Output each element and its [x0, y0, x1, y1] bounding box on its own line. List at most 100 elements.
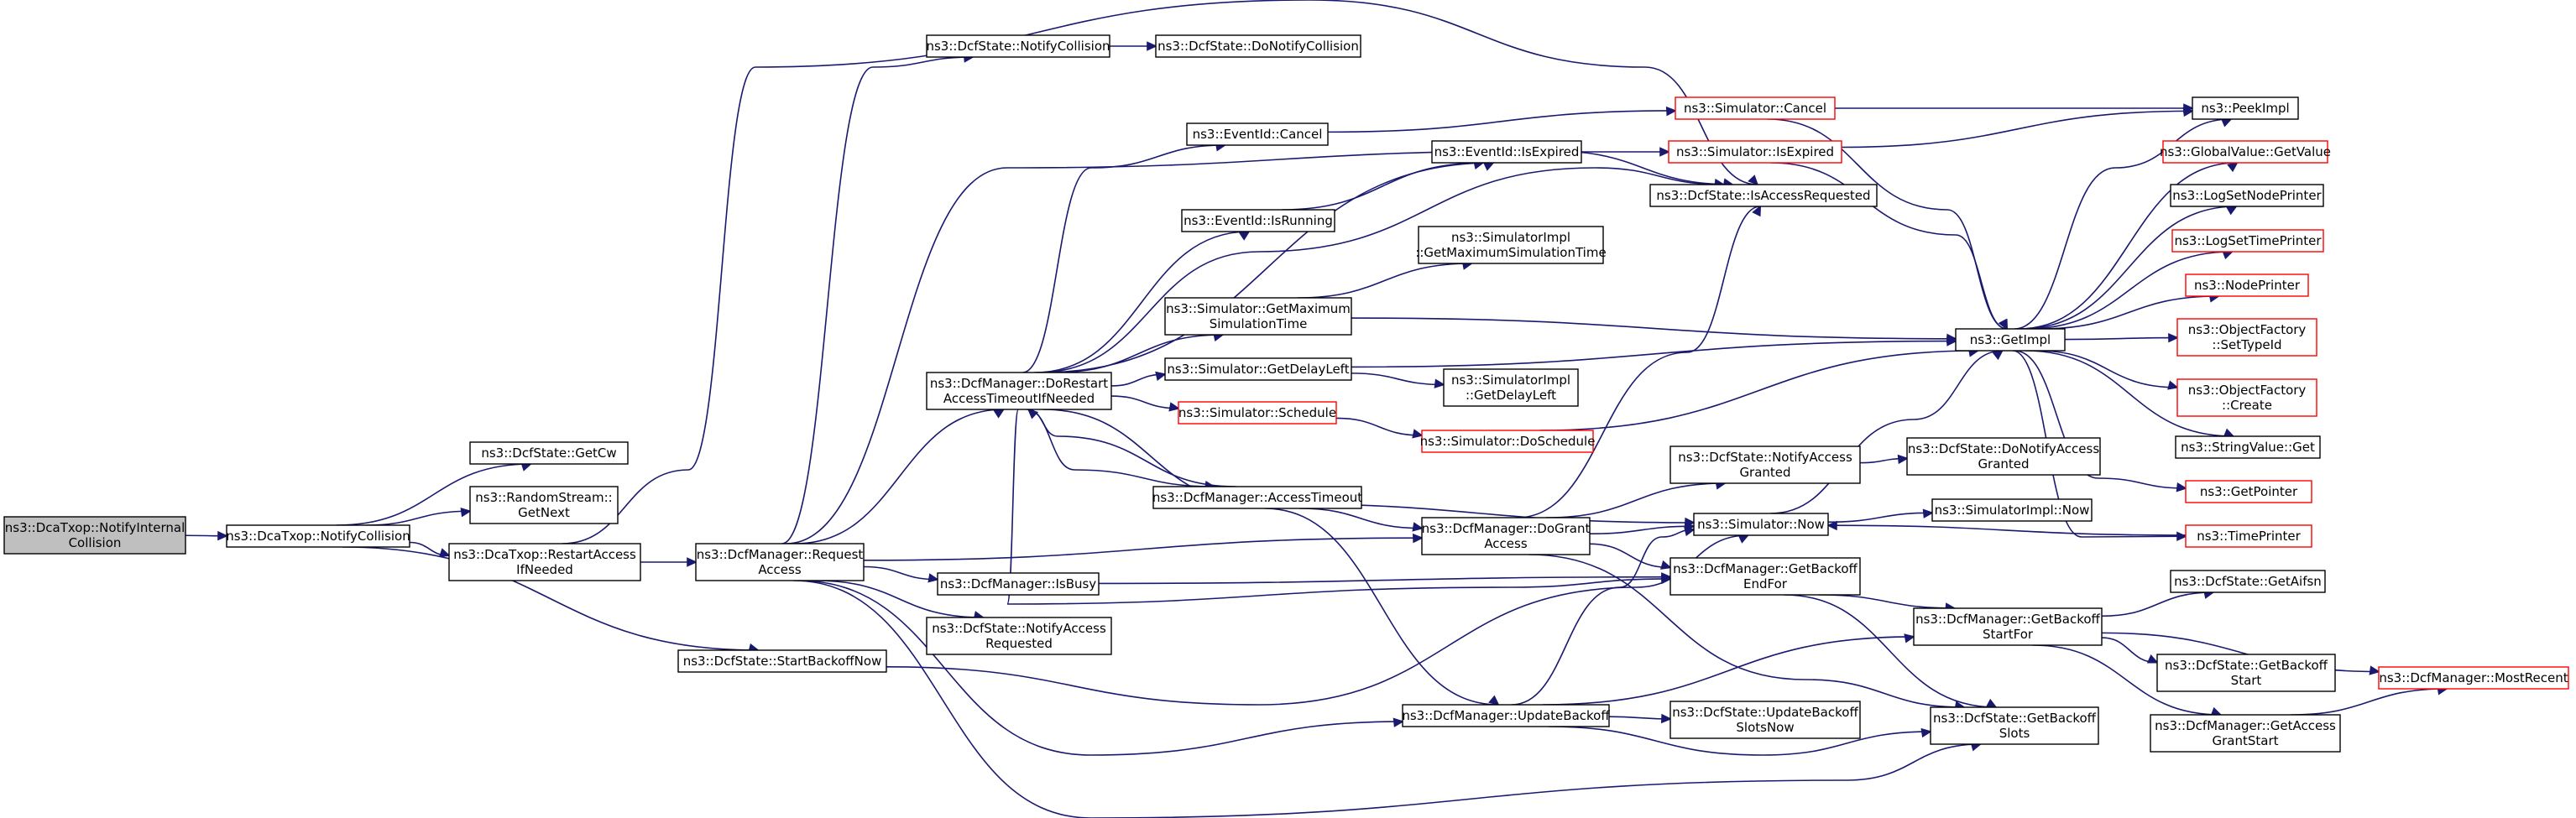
arrowhead-icon	[460, 508, 472, 518]
arrowhead-icon	[1434, 378, 1445, 388]
edge-line	[1528, 554, 1965, 708]
edge-line	[2036, 350, 2178, 388]
edge-line	[1042, 409, 1695, 524]
function-node-n23[interactable]: ns3::DcfManager::UpdateBackoff	[1402, 704, 1610, 727]
edge-line	[1351, 317, 1957, 340]
function-node-n20[interactable]: ns3::SimulatorImpl::GetDelayLeft	[1443, 368, 1579, 407]
function-node-n31[interactable]: ns3::GetImpl	[1955, 328, 2066, 352]
node-label-line: ns3::Simulator::IsExpired	[1676, 144, 1834, 159]
edge-n0-to-n1	[185, 530, 228, 541]
edge-line	[2020, 206, 2237, 330]
node-label-line: ns3::GetPointer	[2200, 484, 2298, 499]
function-node-n38[interactable]: ns3::LogSetNodePrinter	[2170, 184, 2324, 207]
function-node-n1[interactable]: ns3::DcaTxop::NotifyCollision	[226, 524, 410, 548]
function-node-n37[interactable]: ns3::GlobalValue::GetValue	[2160, 140, 2331, 164]
function-node-n28[interactable]: ns3::Simulator::Now	[1693, 513, 1829, 536]
function-node-n18[interactable]: ns3::EventId::IsExpired	[1431, 140, 1582, 164]
function-node-n49[interactable]: ns3::DcfManager::MostRecent	[2378, 666, 2569, 690]
function-node-n41[interactable]: ns3::ObjectFactory::SetTypeId	[2176, 318, 2317, 357]
edge-line	[1351, 373, 1445, 386]
function-node-n12[interactable]: ns3::EventId::Cancel	[1186, 122, 1329, 146]
function-node-n33[interactable]: ns3::SimulatorImpl::Now	[1931, 498, 2093, 522]
node-box	[1181, 209, 1335, 232]
function-node-n46[interactable]: ns3::DcfState::GetAifsn	[2170, 570, 2326, 593]
function-node-n3[interactable]: ns3::RandomStream::GetNext	[469, 486, 619, 524]
edge-n9-to-n15	[1110, 371, 1167, 387]
edge-n14-to-n19	[1297, 260, 1474, 299]
function-node-n42[interactable]: ns3::ObjectFactory::Create	[2176, 378, 2317, 417]
edge-line	[1841, 110, 2193, 148]
edge-line	[1022, 144, 1225, 373]
function-node-n2[interactable]: ns3::DcfState::GetCw	[469, 441, 629, 465]
edge-line	[2038, 295, 2219, 330]
edges-layer	[185, 0, 2448, 818]
node-label-line: ns3::DcfState::GetCw	[481, 445, 616, 461]
node-box	[1178, 401, 1337, 425]
function-node-n39[interactable]: ns3::LogSetTimePrinter	[2171, 229, 2324, 253]
edge-n9-to-n16	[1110, 395, 1180, 412]
edge-n45-to-n28	[1826, 520, 2187, 536]
function-node-n40[interactable]: ns3::NodePrinter	[2185, 274, 2309, 297]
function-node-n17[interactable]: ns3::DcfManager::AccessTimeout	[1152, 486, 1362, 509]
function-node-n14[interactable]: ns3::Simulator::GetMaximumSimulationTime	[1164, 297, 1352, 336]
node-box	[3, 516, 186, 555]
function-node-n10[interactable]: ns3::DcfManager::IsBusy	[937, 572, 1100, 596]
node-box	[1164, 297, 1352, 336]
edge-line	[2012, 350, 2187, 538]
node-box	[1418, 226, 1604, 264]
edge-n6-to-n10	[863, 565, 939, 583]
function-node-n5[interactable]: ns3::DcfState::StartBackoffNow	[677, 649, 887, 673]
function-node-n25[interactable]: ns3::Simulator::IsExpired	[1668, 140, 1842, 164]
function-node-n45[interactable]: ns3::TimePrinter	[2185, 524, 2312, 548]
function-node-n9[interactable]: ns3::DcfManager::DoRestartAccessTimeoutI…	[926, 372, 1112, 410]
node-label-line: ns3::SimulatorImpl	[1451, 373, 1570, 388]
function-node-n8[interactable]: ns3::DcfState::DoNotifyCollision	[1155, 34, 1361, 58]
node-label-line: ns3::DcfState::GetBackoff	[2165, 658, 2328, 673]
edge-n25-to-n36	[1841, 107, 2194, 148]
edge-line	[1335, 417, 1423, 436]
node-box	[1421, 517, 1591, 555]
node-label-line: IfNeeded	[516, 562, 573, 577]
function-node-n43[interactable]: ns3::StringValue::Get	[2175, 435, 2321, 459]
node-label-line: Granted	[1978, 456, 2029, 472]
arrowhead-icon	[2168, 332, 2179, 343]
edge-n22-to-n29	[1589, 543, 1672, 570]
node-label-line: ns3::DcfState::DoNotifyCollision	[1157, 39, 1359, 54]
node-label-line: ns3::Simulator::Schedule	[1178, 405, 1336, 420]
function-node-n16[interactable]: ns3::Simulator::Schedule	[1178, 401, 1337, 425]
node-label-line: ns3::EventId::Cancel	[1193, 127, 1323, 142]
function-node-n44[interactable]: ns3::GetPointer	[2185, 480, 2312, 503]
function-node-n19[interactable]: ns3::SimulatorImpl::GetMaximumSimulation…	[1415, 226, 1607, 264]
node-label-line: Slots	[1999, 726, 2030, 741]
function-node-n24[interactable]: ns3::Simulator::Cancel	[1675, 96, 1836, 120]
arrowhead-icon	[2225, 206, 2238, 216]
node-box	[2176, 378, 2317, 417]
edge-line	[1511, 529, 1695, 706]
edge-line	[1028, 409, 1236, 487]
arrowhead-icon	[1412, 522, 1424, 532]
arrowhead-icon	[1659, 147, 1670, 157]
node-label-line: ::GetDelayLeft	[1466, 388, 1556, 403]
arrowhead-icon	[1737, 534, 1750, 544]
arrowhead-icon	[217, 530, 228, 541]
function-node-n26[interactable]: ns3::DcfState::IsAccessRequested	[1649, 184, 1878, 207]
function-node-n13[interactable]: ns3::EventId::IsRunning	[1181, 209, 1335, 232]
function-node-n36[interactable]: ns3::PeekImpl	[2192, 96, 2299, 120]
arrowhead-icon	[2369, 665, 2380, 675]
edge-n22-to-n27	[1545, 480, 1727, 518]
function-node-n15[interactable]: ns3::Simulator::GetDelayLeft	[1164, 357, 1352, 381]
function-node-n7[interactable]: ns3::DcfState::NotifyCollision	[926, 34, 1110, 58]
function-node-n21[interactable]: ns3::Simulator::DoSchedule	[1420, 430, 1596, 453]
